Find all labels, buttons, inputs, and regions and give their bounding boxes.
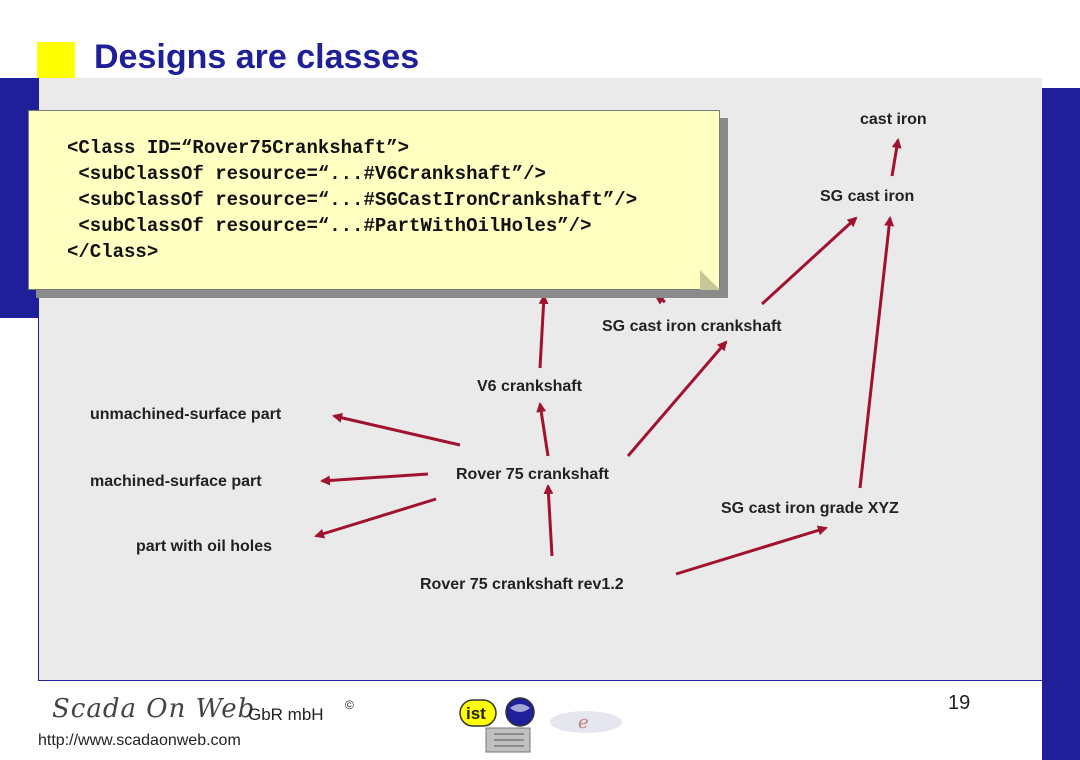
arrow-rover-to-machined [320,472,429,486]
node-rover75-crankshaft: Rover 75 crankshaft [456,466,609,483]
node-v6-crankshaft: V6 crankshaft [477,378,582,395]
arrow-rev-to-rover [543,484,554,557]
node-unmachined-surface-part: unmachined-surface part [90,406,282,423]
code-line: <subClassOf resource=“...#V6Crankshaft”/… [67,163,546,185]
arrow-rover-to-oil-holes [314,497,437,539]
arrow-rev-to-grade-xyz [675,525,828,576]
arrow-v6-to-code [538,294,549,369]
page-number: 19 [948,692,971,714]
arrow-rover-to-unmachined [332,412,461,447]
ist-logo: ist e [459,697,622,753]
node-sg-cast-iron: SG cast iron [820,188,915,205]
slide-title: Designs are classes [94,38,420,76]
node-machined-surface-part: machined-surface part [90,473,262,490]
company-url: http://www.scadaonweb.com [38,732,241,749]
node-part-with-oil-holes: part with oil holes [136,538,273,555]
node-sg-cast-iron-grade-xyz: SG cast iron grade XYZ [721,500,899,517]
right-accent-bar [1042,88,1080,760]
arrow-sg-crankshaft-to-sg-cast-iron [760,216,858,306]
rdf-code-box: <Class ID=“Rover75Crankshaft”> <subClass… [28,110,720,290]
node-sg-cast-iron-crankshaft: SG cast iron crankshaft [602,318,782,335]
node-cast-iron: cast iron [860,111,927,128]
copyright-mark: © [345,698,354,712]
code-line: <subClassOf resource=“...#SGCastIronCran… [67,189,638,211]
code-line: </Class> [67,241,159,263]
arrow-rover-to-sg-crankshaft [626,340,728,457]
arrow-grade-xyz-to-sg-cast-iron [858,216,895,489]
code-line: <subClassOf resource=“...#PartWithOilHol… [67,215,592,237]
title-bullet-square [37,42,75,78]
svg-text:e: e [578,712,589,733]
arrow-rover-to-v6 [536,402,550,457]
scada-on-web-logo: Scada On Web [52,694,256,724]
node-rover75-crankshaft-rev: Rover 75 crankshaft rev1.2 [420,576,624,593]
company-suffix: GbR mbH [248,705,324,724]
code-box-fold [700,270,720,290]
arrow-sg-cast-iron-to-cast-iron [890,138,902,177]
code-line: <Class ID=“Rover75Crankshaft”> [67,137,410,159]
ist-logo-text: ist [466,704,486,723]
